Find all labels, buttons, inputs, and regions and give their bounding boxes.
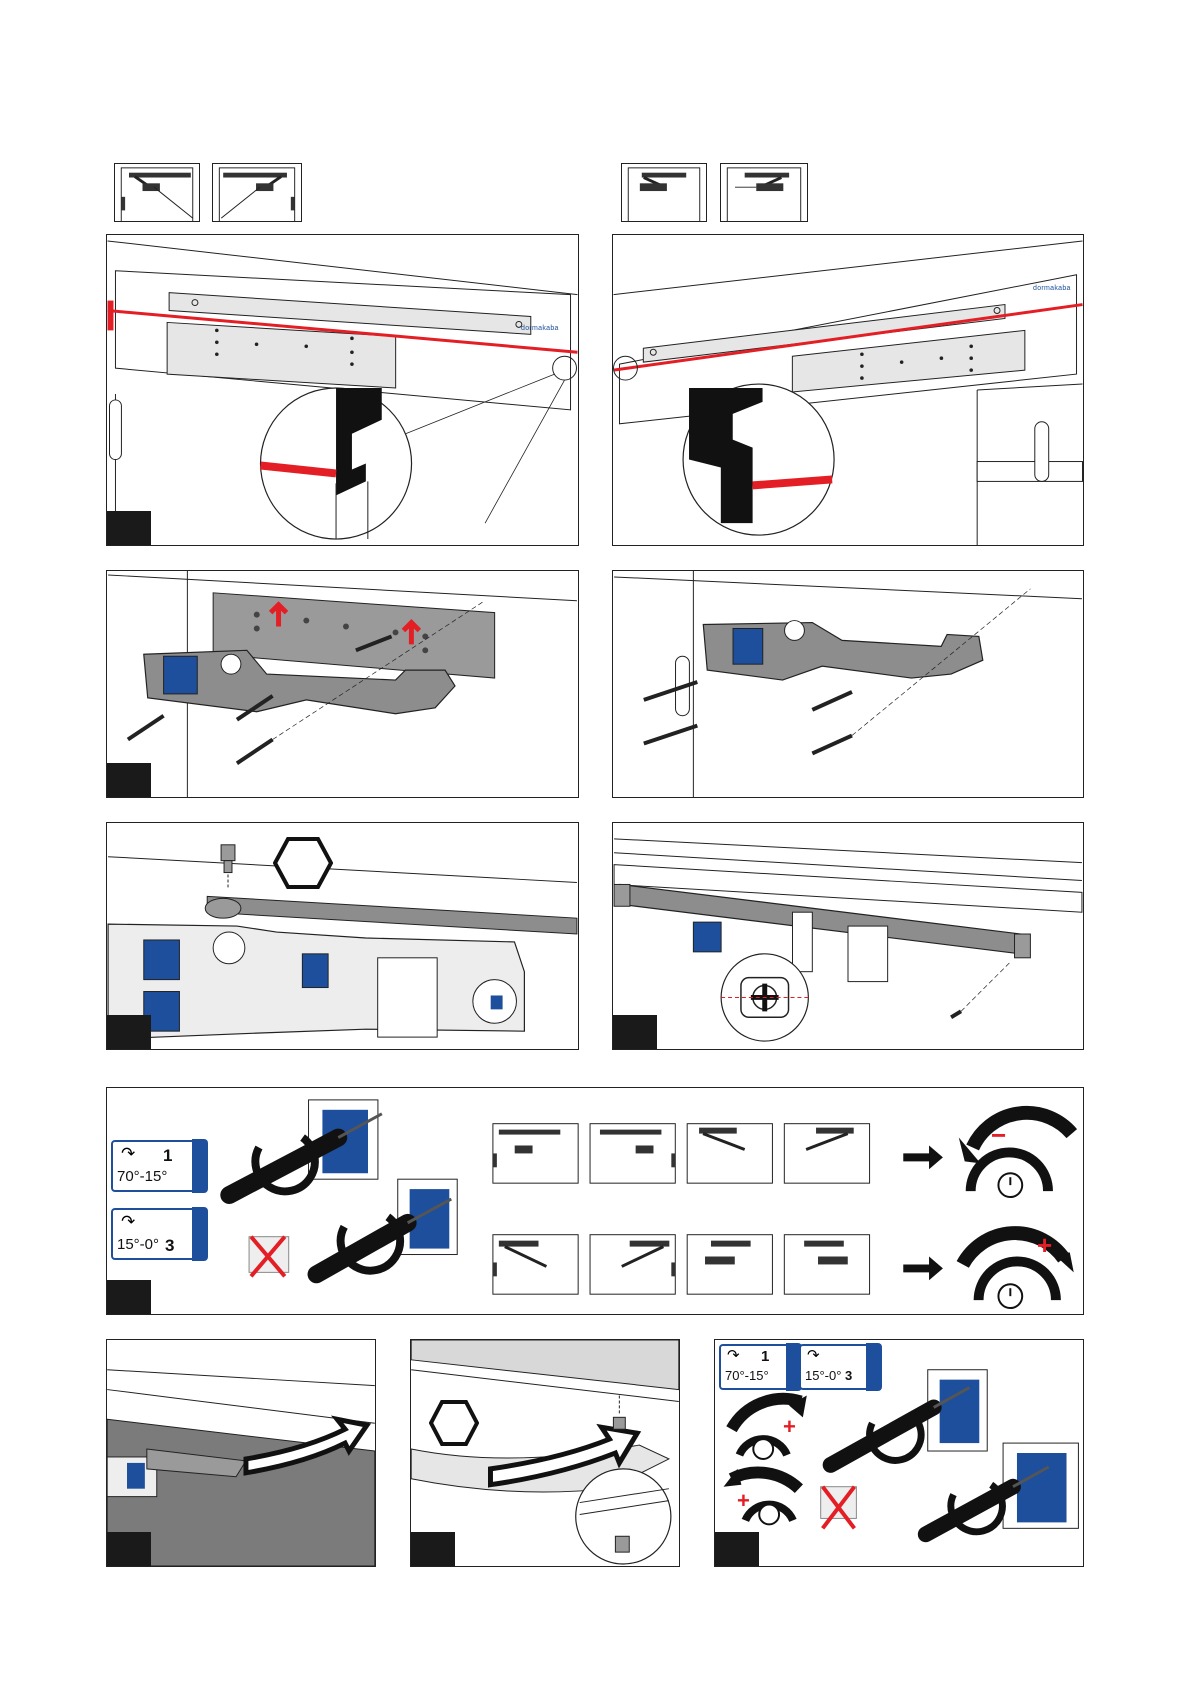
- panel-open-door: [106, 1339, 376, 1567]
- panel-template-left: dormakaba: [106, 234, 579, 546]
- mount-icon-push-side-right: [212, 163, 302, 222]
- mount-icon-push-side-left: [114, 163, 200, 222]
- plus-sign: +: [1037, 1230, 1052, 1261]
- plus-sign: +: [783, 1414, 796, 1440]
- mount-icon-pull-side-left: [621, 163, 707, 222]
- panel-arm-attach: [106, 822, 579, 1050]
- step-tab: [715, 1532, 759, 1566]
- hexagon-icon: [429, 1400, 479, 1446]
- step-tab: [411, 1532, 455, 1566]
- panel-fine-adjust: ↷ 1 70°-15° ↷ 15°-0° 3 + +: [714, 1339, 1084, 1567]
- brand-logo: dormakaba: [521, 325, 559, 332]
- step-tab: [107, 1280, 151, 1314]
- panel-secure-arm: [410, 1339, 680, 1567]
- step-tab: [107, 511, 151, 545]
- panel-mount-plate-left: [106, 570, 579, 798]
- brand-logo: dormakaba: [1033, 285, 1071, 292]
- step-tab: [107, 1532, 151, 1566]
- minus-sign: −: [991, 1120, 1006, 1151]
- mount-icon-pull-side-right: [720, 163, 808, 222]
- panel-template-right: dormakaba: [612, 234, 1084, 546]
- step-tab: [613, 1015, 657, 1049]
- step-tab: [107, 763, 151, 797]
- plus-sign: +: [737, 1488, 750, 1514]
- panel-mount-closer-right: [612, 570, 1084, 798]
- panel-cover-attach: [612, 822, 1084, 1050]
- step-tab: [107, 1015, 151, 1049]
- hexagon-icon: [273, 837, 333, 889]
- panel-closing-speed: ↷ 1 70°-15° ↷ 15°-0° 3: [106, 1087, 1084, 1315]
